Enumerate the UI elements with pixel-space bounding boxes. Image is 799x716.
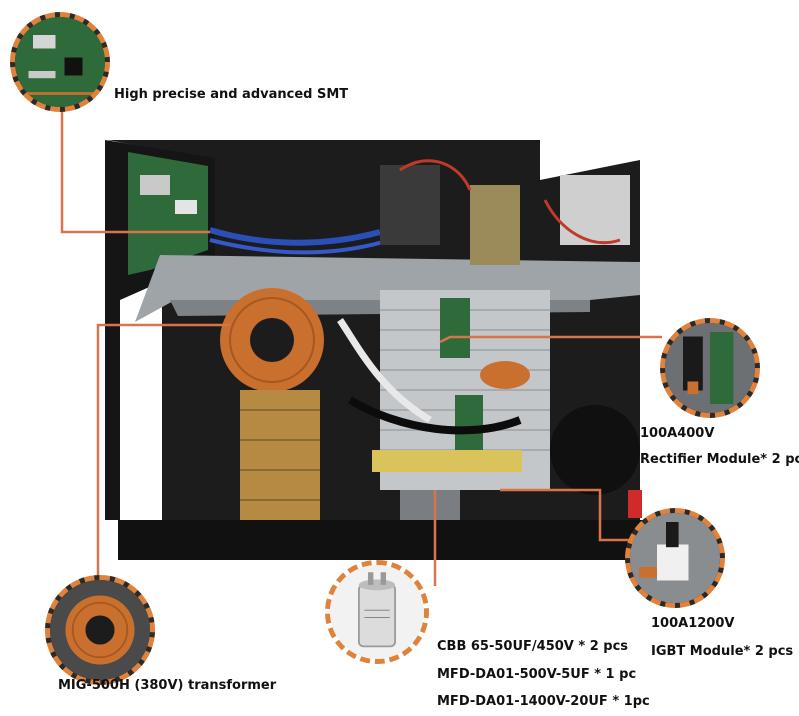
capacitor-label-2: MFD-DA01-500V-5UF * 1 pc [437, 667, 637, 682]
igbt-module-label: IGBT Module* 2 pcs [651, 644, 794, 659]
smt-callout-circle [10, 12, 110, 112]
capacitor-label-1: CBB 65-50UF/450V * 2 pcs [437, 639, 629, 654]
igbt-closeup-icon [630, 513, 720, 603]
pcb-closeup-icon [15, 17, 105, 107]
capacitor-icon [330, 565, 424, 659]
transformer-label: MIG-500H (380V) transformer [58, 678, 277, 693]
transformer-callout-circle [45, 575, 155, 685]
rectifier-closeup-icon [665, 323, 755, 413]
toroid-transformer-icon [50, 580, 150, 680]
igbt-callout-circle [625, 508, 725, 608]
smt-label: High precise and advanced SMT [114, 87, 349, 102]
rectifier-callout-circle [660, 318, 760, 418]
rectifier-rating-label: 100A400V [640, 426, 715, 441]
capacitor-label-3: MFD-DA01-1400V-20UF * 1pc [437, 694, 650, 709]
rectifier-module-label: Rectifier Module* 2 pcs [640, 452, 799, 467]
igbt-rating-label: 100A1200V [651, 616, 735, 631]
capacitor-callout-circle [325, 560, 429, 664]
